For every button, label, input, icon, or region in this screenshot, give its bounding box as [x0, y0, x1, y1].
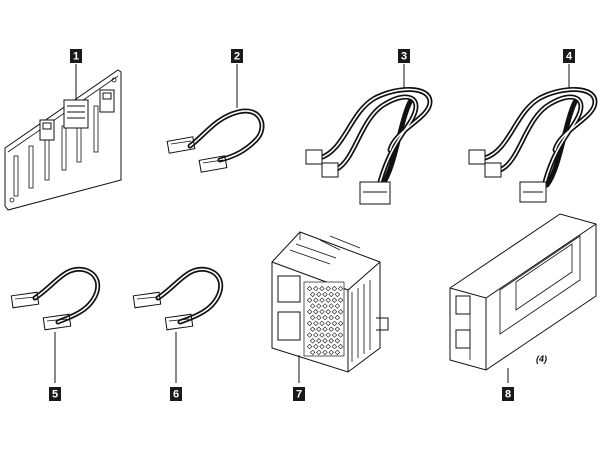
part-6-cable — [132, 266, 224, 383]
callout-1: 1 — [70, 49, 82, 63]
callout-2: 2 — [231, 49, 243, 63]
part-5-cable — [10, 266, 101, 383]
callout-2-number: 2 — [234, 51, 240, 63]
quantity-note: (4) — [536, 354, 547, 364]
callout-3: 3 — [398, 49, 410, 63]
part-7-drive-cage — [271, 231, 389, 383]
part-4-cable — [468, 64, 598, 203]
callout-4-number: 4 — [566, 51, 573, 63]
callout-8-number: 8 — [505, 389, 511, 401]
callout-3-number: 3 — [401, 51, 407, 63]
callout-5: 5 — [49, 387, 61, 401]
callout-7: 7 — [293, 387, 305, 401]
callout-8: 8 — [502, 387, 514, 401]
part-8-drive-filler — [449, 213, 597, 383]
part-1-backplane — [4, 64, 122, 211]
callout-7-number: 7 — [296, 389, 302, 401]
callout-1-number: 1 — [73, 51, 79, 63]
callout-6-number: 6 — [173, 389, 179, 401]
part-2-cable — [166, 64, 265, 173]
callout-4: 4 — [563, 49, 575, 63]
callout-5-number: 5 — [52, 389, 58, 401]
callout-6: 6 — [170, 387, 182, 401]
part-3-cable — [305, 64, 433, 205]
